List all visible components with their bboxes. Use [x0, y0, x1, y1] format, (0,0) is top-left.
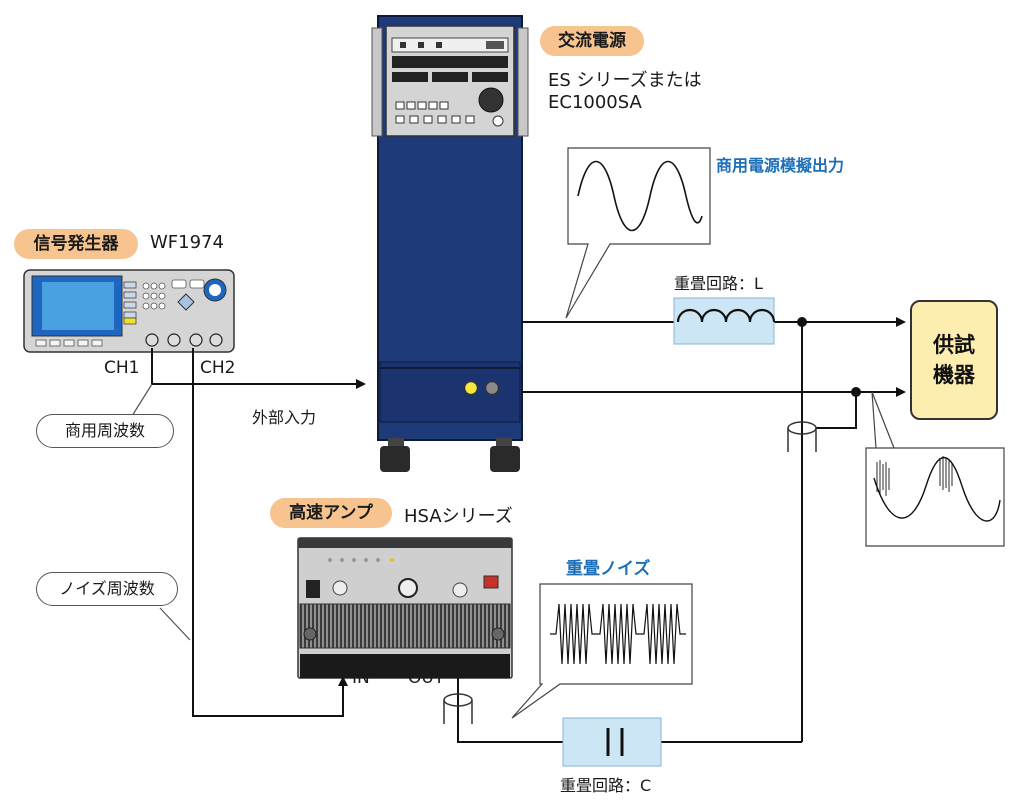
amp-out-label: OUT: [408, 668, 445, 688]
ac-power-supply-tag: 交流電源: [540, 26, 644, 56]
coupling-C-label: 重畳回路：C: [560, 776, 652, 795]
dut-label-line1: 供試: [933, 333, 975, 357]
commercial-frequency-callout: 商用周波数: [36, 414, 174, 448]
wiring: [151, 317, 906, 743]
noisy-sine-bubble: [865, 391, 1005, 547]
callout-pointer: [159, 607, 191, 641]
high-speed-amp-tag: 高速アンプ: [270, 498, 392, 528]
ch1-label: CH1: [104, 358, 140, 378]
commercial-output-label: 商用電源模擬出力: [716, 156, 845, 175]
device-under-test: 供試 機器: [910, 300, 998, 420]
junction-dot: [797, 317, 807, 327]
signal-generator-model: WF1974: [150, 232, 224, 253]
noise-burst-bubble: [511, 583, 693, 719]
coupling-inductor-symbol: [673, 297, 776, 345]
noise-frequency-callout: ノイズ周波数: [36, 572, 178, 606]
junction-dot: [851, 387, 861, 397]
coupling-L-label: 重畳回路：L: [674, 274, 763, 293]
dut-label-line2: 機器: [933, 363, 975, 387]
callout-pointer: [131, 383, 153, 417]
current-probe-icon: [787, 421, 817, 452]
ac-power-supply-model-line2: EC1000SA: [548, 92, 642, 113]
amp-in-label: IN: [352, 668, 370, 688]
ac-power-supply-model-line1: ES シリーズまたは: [548, 70, 702, 91]
signal-generator-tag: 信号発生器: [14, 229, 138, 259]
sine-wave-bubble: [565, 147, 711, 319]
signal-generator-device: [23, 269, 235, 353]
external-input-label: 外部入力: [252, 408, 317, 427]
ac-power-supply-cabinet: [371, 15, 529, 472]
high-speed-amp-device: [297, 537, 513, 679]
coupling-capacitor-symbol: [562, 717, 662, 767]
current-probe-icon: [443, 693, 473, 724]
superimposed-noise-label: 重畳ノイズ: [566, 559, 651, 579]
ch2-label: CH2: [200, 358, 236, 378]
high-speed-amp-model: HSAシリーズ: [404, 506, 513, 527]
